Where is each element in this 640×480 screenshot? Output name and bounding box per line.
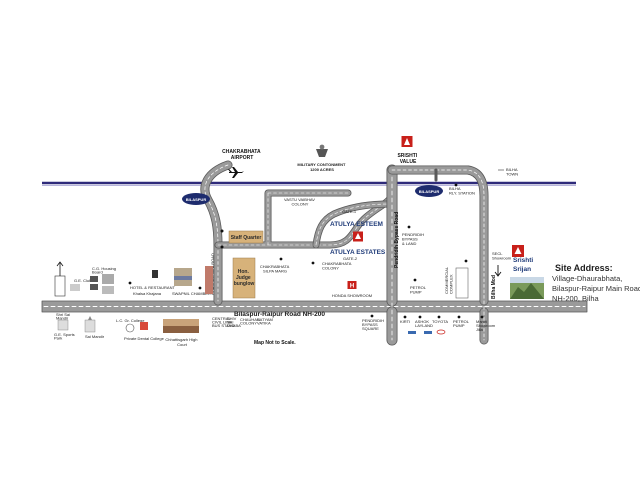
gate2-label: GATE-2 xyxy=(343,256,358,261)
chakrabhata-colony-label: CHAKRABHATA COLONY xyxy=(322,261,352,271)
svg-text:Village-Dhaurabhata,: Village-Dhaurabhata, xyxy=(552,274,622,283)
highway-label: Bilaspur-Raipur Road NH-200 xyxy=(234,311,325,318)
svg-text:L.C. Gr. College: L.C. Gr. College xyxy=(116,318,145,323)
svg-text:SWAPNIL CHAMBER: SWAPNIL CHAMBER xyxy=(172,291,211,296)
srishti-srijan-label: Srishti Srijan xyxy=(513,257,535,273)
military-label: MILITARY CONTONMENT 1200 ACRES xyxy=(297,162,346,172)
atulya-estates-logo-icon xyxy=(353,231,363,242)
west-landmarks: G.E. Club C.G. Housing Board HOTEL & RES… xyxy=(54,261,213,297)
roadside-labels: CENTRAL CIVIL LINE BUS STAND SHIV SAI DH… xyxy=(212,316,274,328)
bilaspur-logo-east: BILASPUR xyxy=(415,185,443,197)
honda-logo-icon: H xyxy=(347,281,357,290)
bilha-station-label: BILHA RLY. STATION xyxy=(449,186,475,196)
judge-bungalow-box: Hon. Judge bunglow xyxy=(232,257,256,299)
road-network xyxy=(41,160,588,346)
restaurant-icon xyxy=(152,270,158,278)
svg-text:BILASPUR: BILASPUR xyxy=(419,189,440,194)
svg-text:G.E. Club: G.E. Club xyxy=(74,278,92,283)
svg-text:Private Dental College: Private Dental College xyxy=(124,336,165,341)
secl-label: SECL Showroom xyxy=(492,251,512,261)
bilaspur-logo-west: BILASPUR xyxy=(182,193,210,205)
petrol-pump-mid-label: PETROL PUMP xyxy=(410,285,427,295)
down-arrow-icon xyxy=(494,265,502,277)
svg-text:C.G. Housing Board: C.G. Housing Board xyxy=(92,266,117,275)
srishti-value-logo-icon xyxy=(401,136,413,147)
svg-text:Maruti Showroom Ji: Maruti Showroom Jilla xyxy=(476,319,496,332)
svg-text:Shri Sai Mandir: Shri Sai Mandir xyxy=(56,312,71,321)
svg-text:Hon. Judge bunglow: Hon. Judge bunglow xyxy=(234,269,255,287)
svg-text:Bilaspur-Raipur Main Road,: Bilaspur-Raipur Main Road, xyxy=(552,284,640,293)
svg-text:NH-200, Bilha: NH-200, Bilha xyxy=(552,294,600,303)
svg-text:Chhattisgarh High Court: Chhattisgarh High Court xyxy=(165,337,198,347)
gate1-label: GATE-1 xyxy=(342,209,357,214)
svg-text:KIRTI: KIRTI xyxy=(400,319,410,324)
svg-text:BILASPUR: BILASPUR xyxy=(186,197,207,202)
main-highway xyxy=(41,300,588,313)
site-address: Site Address: Village-Dhaurabhata, Bilas… xyxy=(552,263,640,303)
svg-text:G.E. Sports Park: G.E. Sports Park xyxy=(54,332,76,341)
colony-loop-road xyxy=(214,189,394,249)
svg-text:PETROL PUMP: PETROL PUMP xyxy=(453,319,470,328)
airport-label: CHAKRABHATA AIRPORT xyxy=(222,149,262,161)
svg-text:CENTRAL CIVIL LINE: CENTRAL CIVIL LINE BUS STAND xyxy=(212,316,235,328)
svg-text:Site Address:: Site Address: xyxy=(555,263,613,273)
pendridih-bypass-label: PENDRIDIH BYPASS & LAND xyxy=(402,232,425,246)
honda-showroom-label: HONDA SHOWROOM xyxy=(332,293,372,298)
airplane-icon xyxy=(228,167,244,178)
svg-text:TOYOTA: TOYOTA xyxy=(432,319,448,324)
svg-text:SATYAM VATIKA: SATYAM VATIKA xyxy=(257,317,274,326)
south-west-landmarks: Shri Sai Mandir G.E. Sports Park Sai Man… xyxy=(54,312,199,347)
south-east-landmarks: KIRTI ASHOK LAYLAND TOYOTA PETROL PUMP M… xyxy=(400,315,496,335)
atulya-estates-label: ATULYA ESTATES xyxy=(330,249,386,256)
railway-line xyxy=(42,181,576,186)
pendridih-square-label: PENDRIDIH BYPASS SQUARE xyxy=(362,318,385,331)
svg-text:Sai Mandir: Sai Mandir xyxy=(85,334,105,339)
svg-text:SHIV SAI DHABA: SHIV SAI DHABA xyxy=(227,316,241,328)
bypass-road-label: Pendridih Bypass Road xyxy=(394,212,400,268)
site-photo xyxy=(510,277,544,299)
svg-text:HOTEL & RESTAURANT: HOTEL & RESTAURANT xyxy=(130,285,175,290)
svg-text:Staff Quarter: Staff Quarter xyxy=(231,235,262,241)
srishti-value-label: SRISHTI VALUE xyxy=(397,153,418,165)
bilha-mod-label: Bilha Mod xyxy=(491,275,497,299)
svg-text:Khalsa Khajana: Khalsa Khajana xyxy=(133,291,162,296)
commercial-complex-label: COMMERCIAL COMPLEX xyxy=(444,266,454,294)
atulya-esteem-label: ATULYA ESTEEM xyxy=(330,221,383,228)
svg-text:CHAUHAN COLONY: CHAUHAN COLONY xyxy=(240,317,261,326)
vastu-vaibhav-label: VASTU VAIBHAV COLONY xyxy=(284,197,316,207)
bilha-town-label: BILHA TOWN xyxy=(506,167,518,177)
srishti-srijan-logo-icon xyxy=(512,245,524,257)
chakrabhata-marg-label: CHAKRABHATA SILPA MARG xyxy=(260,264,290,274)
military-emblem-icon xyxy=(316,144,328,157)
svg-text:ASHOK LAYLAND: ASHOK LAYLAND xyxy=(415,319,433,328)
staff-quarter-box: Staff Quarter xyxy=(228,230,264,244)
map-footnote: Map Not to Scale. xyxy=(254,340,296,346)
commercial-complex-box xyxy=(455,267,469,299)
svg-text:H: H xyxy=(350,284,354,290)
